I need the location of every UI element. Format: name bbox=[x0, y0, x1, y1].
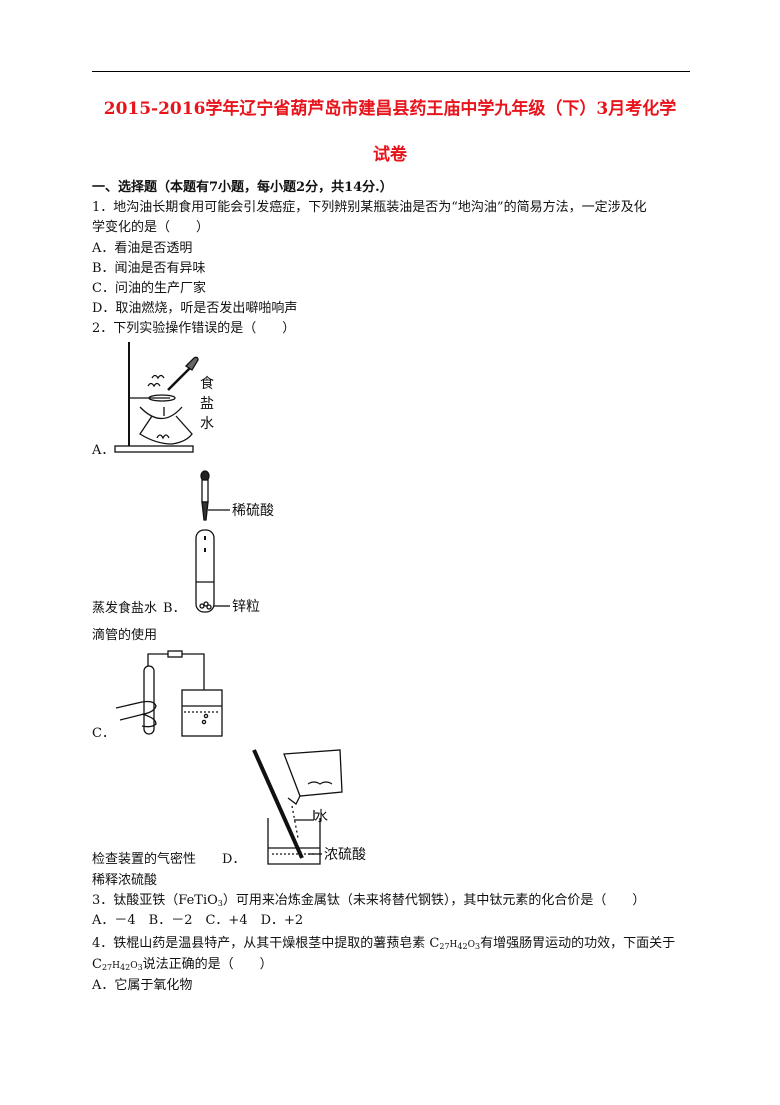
fig-d-label-top: 水 bbox=[314, 809, 328, 825]
q2-caption-b: 滴管的使用 bbox=[92, 628, 158, 643]
q4-f2b: H bbox=[112, 961, 120, 971]
q2-option-b-row: 蒸发食盐水 B． bbox=[92, 601, 186, 617]
q1-option-a: A．看油是否透明 bbox=[92, 241, 193, 256]
q4-f5: 3 bbox=[474, 942, 481, 951]
q3-stem-pre: 3．钛酸亚铁（FeTiO bbox=[92, 893, 218, 908]
figure-dropper: 稀硫酸 锌粒 bbox=[195, 470, 274, 615]
q2-option-b-letter: B． bbox=[163, 601, 186, 616]
fig-d-label-bottom: 浓硫酸 bbox=[324, 847, 366, 863]
q4-f1: 27 bbox=[439, 942, 450, 951]
q1-stem-line2: 学变化的是（ ） bbox=[92, 220, 210, 235]
q1-stem-line1: 1．地沟油长期食用可能会引发癌症，下列辨别某瓶装油是否为“地沟油”的简易方法，一… bbox=[92, 200, 647, 215]
q1-option-d: D．取油燃烧，听是否发出噼啪响声 bbox=[92, 301, 298, 316]
q4-stem-post: 有增强肠胃运动的功效，下面关于 bbox=[480, 936, 676, 951]
q2-caption-c: 检查装置的气密性 bbox=[92, 852, 197, 867]
q1-option-b: B．闻油是否有异味 bbox=[92, 261, 206, 276]
fig-a-label-3: 水 bbox=[200, 416, 214, 432]
q3-stem: 3．钛酸亚铁（FeTiO3）可用来冶炼金属钛（未来将替代钢铁），其中钛元素的化合… bbox=[92, 893, 645, 912]
q4-option-a: A．它属于氧化物 bbox=[92, 978, 193, 993]
q2-caption-a: 蒸发食盐水 bbox=[92, 601, 158, 616]
paper-title-line1: 2015-2016学年辽宁省葫芦岛市建昌县药王庙中学九年级（下）3月考化学 bbox=[103, 99, 677, 119]
q4-f3: 42 bbox=[457, 942, 468, 951]
figure-evaporation: 食 盐 水 bbox=[114, 342, 214, 453]
q4-f3b: 42 bbox=[120, 963, 131, 972]
q4-f2: H bbox=[449, 940, 458, 950]
q4-stem-pre: 4．铁棍山药是温县特产，从其干燥根茎中提取的薯蓣皂素 C bbox=[92, 936, 440, 951]
q2-option-d-letter: D． bbox=[222, 852, 246, 867]
fig-b-label-bottom: 锌粒 bbox=[232, 599, 260, 615]
q2-option-d-row: 检查装置的气密性 D． bbox=[92, 852, 245, 868]
q2-caption-d: 稀释浓硫酸 bbox=[92, 873, 158, 888]
q4-stem2-pre: C bbox=[92, 957, 102, 972]
q4-f4b: O bbox=[130, 961, 138, 971]
figure-airtightness bbox=[115, 650, 223, 737]
q3-sub: 3 bbox=[217, 899, 223, 908]
paper-title-line2: 试卷 bbox=[373, 145, 407, 165]
section-heading: 一、选择题（本题有7小题，每小题2分，共14分.） bbox=[92, 180, 393, 195]
q2-stem: 2．下列实验操作错误的是（ ） bbox=[92, 321, 296, 336]
header-rule bbox=[92, 71, 690, 72]
fig-b-label-top: 稀硫酸 bbox=[232, 503, 274, 519]
q2-option-c-letter: C． bbox=[92, 726, 115, 741]
q2-option-a-letter: A． bbox=[92, 443, 115, 458]
q4-f1b: 27 bbox=[101, 963, 113, 972]
q3-stem-post: ）可用来冶炼金属钛（未来将替代钢铁），其中钛元素的化合价是（ ） bbox=[222, 893, 646, 908]
q4-stem-line1: 4．铁棍山药是温县特产，从其干燥根茎中提取的薯蓣皂素 C27H42O3有增强肠胃… bbox=[92, 936, 675, 955]
q4-f5b: 3 bbox=[137, 963, 143, 972]
q4-f4: O bbox=[467, 940, 475, 950]
fig-a-label-2: 盐 bbox=[200, 396, 214, 412]
q4-stem-line2: C27H42O3说法正确的是（ ） bbox=[92, 957, 273, 976]
q3-options: A．－4 B．－2 C．+4 D．+2 bbox=[92, 913, 304, 928]
figure-dilution: 水 浓硫酸 bbox=[252, 749, 366, 865]
q4-stem2-post: 说法正确的是（ ） bbox=[142, 957, 273, 972]
fig-a-label-1: 食 bbox=[200, 375, 214, 392]
q1-option-c: C．问油的生产厂家 bbox=[92, 281, 206, 296]
